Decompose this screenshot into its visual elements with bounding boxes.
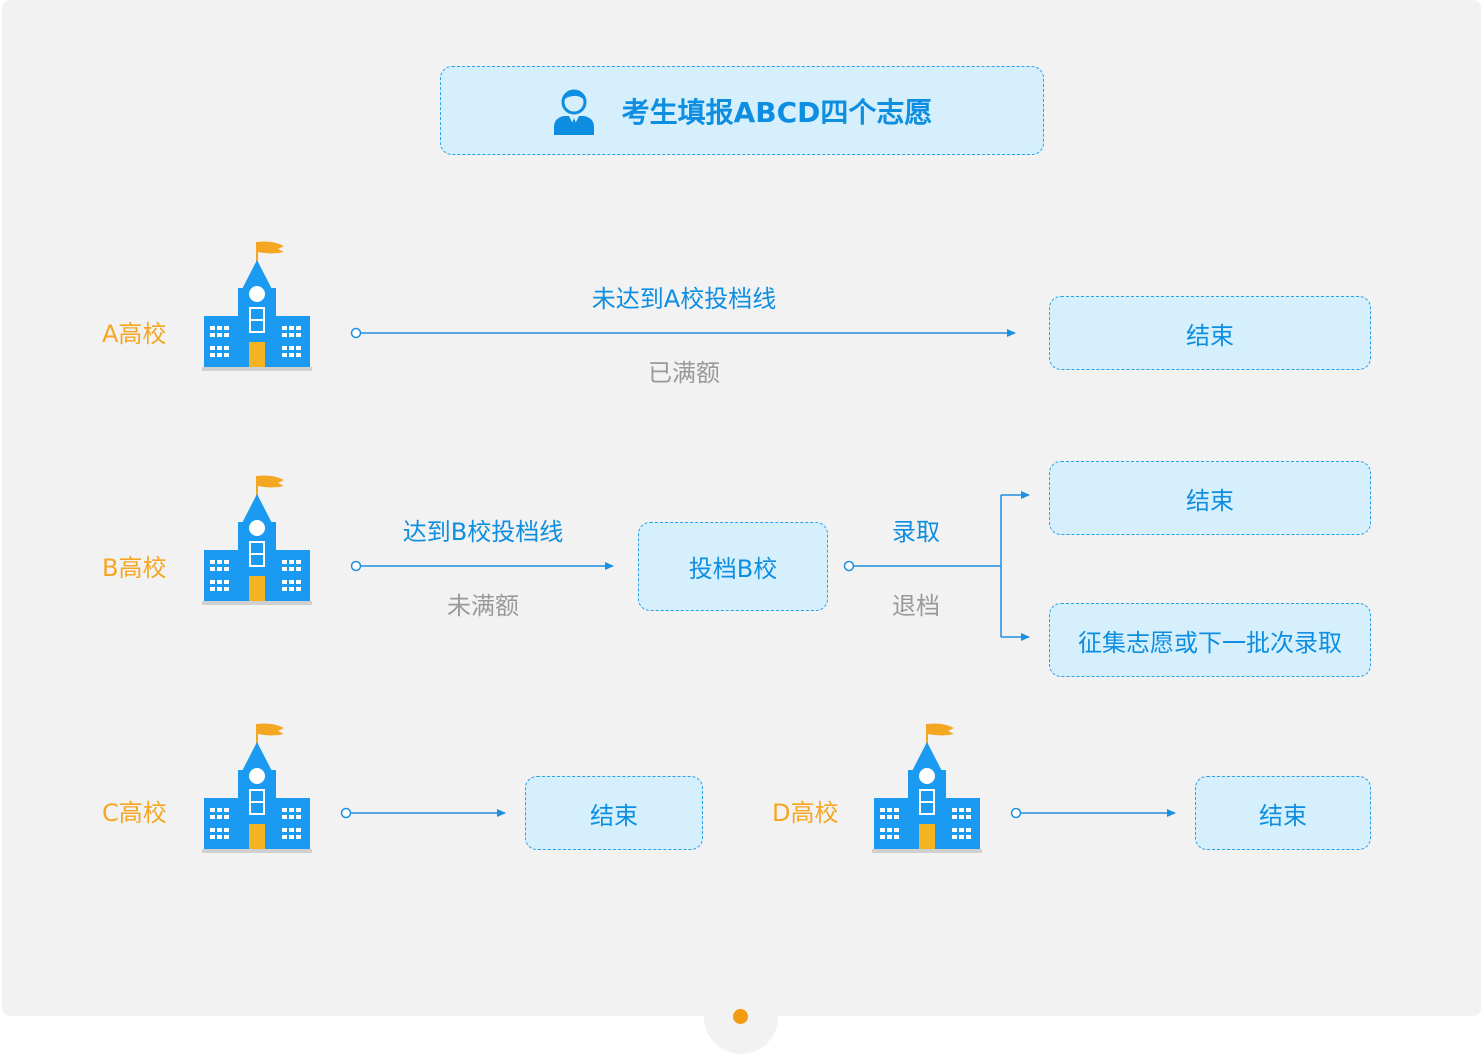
flow-b-result-top-box: 结束 [1049,461,1371,535]
header-box: 考生填报ABCD四个志愿 [440,66,1044,155]
flow-a-result-text: 结束 [1186,321,1234,350]
flow-b-file-box: 投档B校 [638,522,828,611]
flow-b-file-text: 投档B校 [688,555,778,583]
flow-a-result-box: 结束 [1049,296,1371,370]
flow-b-result-top-text: 结束 [1186,486,1234,515]
flow-b-branch-below-label: 退档 [892,592,940,620]
flow-b-branch-above-label: 录取 [892,518,940,546]
school-a-label: A高校 [102,320,167,348]
flow-b-above-label: 达到B校投档线 [402,518,564,546]
school-b-label: B高校 [102,554,167,582]
start-node-d [1010,807,1022,819]
start-node-a [350,327,362,339]
school-d-building-icon [872,720,982,855]
school-c-label: C高校 [102,799,167,827]
start-node-b2 [843,560,855,572]
header-title: 考生填报ABCD四个志愿 [621,95,933,129]
indicator-dot[interactable] [733,1009,748,1024]
school-d-label: D高校 [772,799,839,827]
user-icon [552,87,596,135]
school-b-building-icon [202,472,312,607]
flow-a-above-label: 未达到A校投档线 [591,285,777,313]
start-node-b [350,560,362,572]
flow-c-result-text: 结束 [590,801,638,830]
flow-a-below-label: 已满额 [648,359,720,387]
flow-b-below-label: 未满额 [447,592,519,620]
flow-b-result-bottom-text: 征集志愿或下一批次录取 [1078,628,1342,657]
flow-d-result-box: 结束 [1195,776,1371,850]
flow-c-result-box: 结束 [525,776,703,850]
start-node-c [340,807,352,819]
flow-d-result-text: 结束 [1259,801,1307,830]
school-c-building-icon [202,720,312,855]
school-a-building-icon [202,238,312,373]
flow-b-result-bottom-box: 征集志愿或下一批次录取 [1049,603,1371,677]
